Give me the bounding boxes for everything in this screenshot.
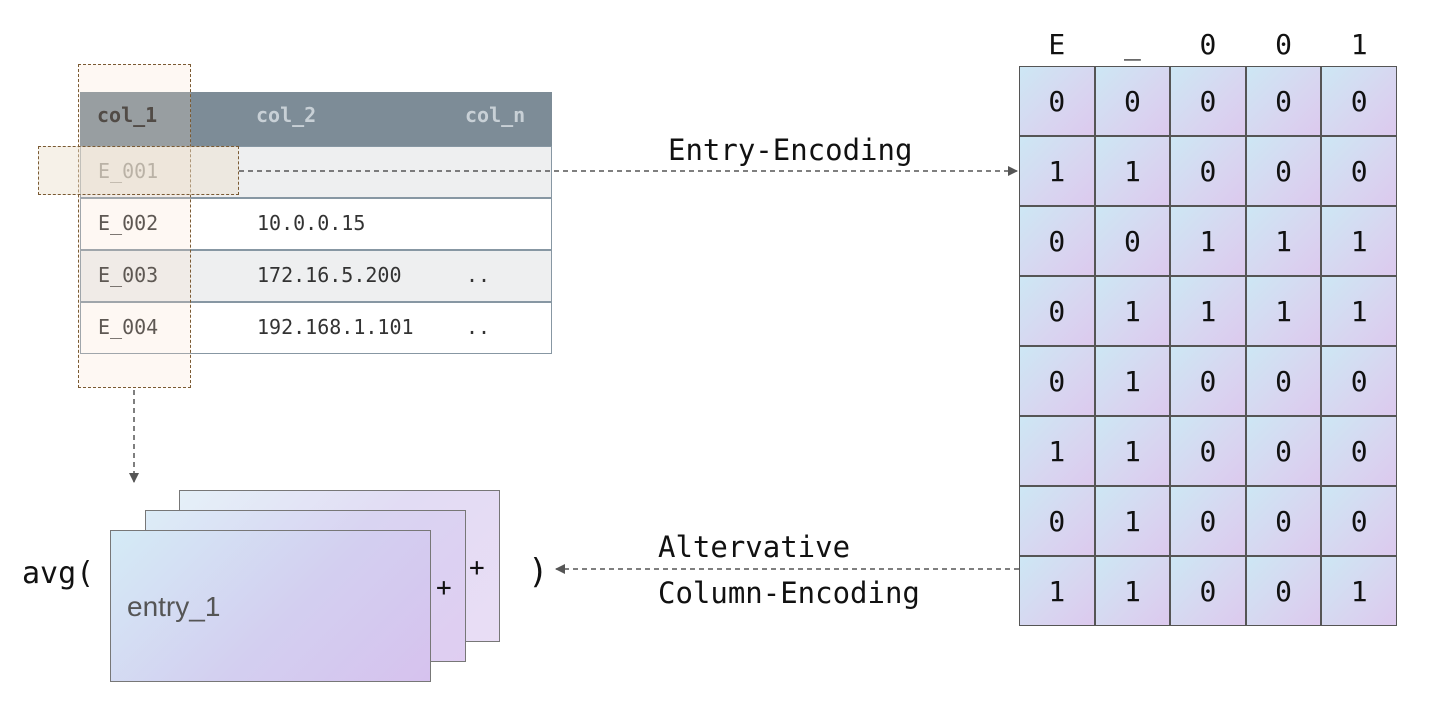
- matrix-header-char: E: [1048, 28, 1066, 61]
- matrix-cell: 0: [1245, 66, 1322, 136]
- avg-open: avg(: [22, 556, 95, 591]
- table-row: E_001: [80, 146, 552, 198]
- cell-col-n: ..: [466, 315, 491, 339]
- column-1-highlight: [78, 64, 191, 388]
- header-col-n: col_n: [465, 103, 526, 127]
- matrix-cell: 0: [1321, 346, 1397, 416]
- plus-sign: +: [469, 553, 485, 583]
- cell-col-1: E_001: [98, 159, 159, 183]
- matrix-cell: 0: [1245, 486, 1322, 556]
- matrix-cell: 0: [1019, 66, 1095, 136]
- column-encoding-label-line1: Altervative: [658, 530, 851, 564]
- matrix-cell: 1: [1170, 206, 1246, 276]
- matrix-cell: 0: [1321, 66, 1397, 136]
- matrix-cell: 0: [1321, 486, 1397, 556]
- matrix-cell: 0: [1321, 136, 1397, 206]
- matrix-cell: 0: [1245, 556, 1322, 626]
- matrix-cell: 1: [1019, 416, 1095, 486]
- matrix-cell: 0: [1094, 66, 1171, 136]
- cell-col-1: E_002: [98, 211, 159, 235]
- header-col-2: col_2: [256, 103, 317, 127]
- cell-col-1: E_003: [98, 263, 159, 287]
- matrix-cell: 0: [1019, 486, 1095, 556]
- matrix-cell: 0: [1170, 66, 1246, 136]
- matrix-cell: 0: [1170, 346, 1246, 416]
- matrix-cell: 0: [1019, 346, 1095, 416]
- matrix-cell: 0: [1170, 416, 1246, 486]
- entry-1-label: entry_1: [127, 591, 221, 622]
- matrix-cell: 1: [1321, 556, 1397, 626]
- matrix-header-char: 0: [1199, 28, 1217, 61]
- matrix-cell: 0: [1245, 136, 1322, 206]
- matrix-cell: 1: [1321, 206, 1397, 276]
- cell-col-2: 192.168.1.101: [257, 315, 414, 339]
- cell-col-n: ..: [466, 263, 491, 287]
- matrix-header-char: 1: [1350, 28, 1368, 61]
- table-row: E_002 10.0.0.15: [80, 198, 552, 250]
- matrix-cell: 1: [1170, 276, 1246, 346]
- entry-encoding-label: Entry-Encoding: [668, 133, 913, 167]
- matrix-cell: 0: [1170, 556, 1246, 626]
- entry-card-1: entry_1: [110, 530, 431, 682]
- header-col-1: col_1: [97, 103, 158, 127]
- matrix-cell: 1: [1094, 556, 1171, 626]
- column-encoding-label-line2: Column-Encoding: [658, 576, 920, 610]
- matrix-cell: 1: [1245, 206, 1322, 276]
- matrix-cell: 0: [1019, 276, 1095, 346]
- matrix-cell: 1: [1094, 416, 1171, 486]
- matrix-cell: 0: [1245, 346, 1322, 416]
- matrix-cell: 0: [1094, 206, 1171, 276]
- cell-col-2: 172.16.5.200: [257, 263, 402, 287]
- entry-e001-highlight: [38, 146, 239, 195]
- matrix-header-char: 0: [1275, 28, 1293, 61]
- matrix-cell: 1: [1245, 276, 1322, 346]
- matrix-header-char: _: [1123, 28, 1141, 61]
- matrix-cell: 1: [1019, 556, 1095, 626]
- matrix-cell: 1: [1019, 136, 1095, 206]
- matrix-cell: 1: [1094, 346, 1171, 416]
- matrix-cell: 0: [1321, 416, 1397, 486]
- cell-col-2: 10.0.0.15: [257, 211, 366, 235]
- table-row: E_004 192.168.1.101 ..: [80, 302, 552, 354]
- table-header: col_1 col_2 col_n: [80, 92, 552, 146]
- plus-sign: +: [436, 573, 452, 603]
- matrix-cell: 1: [1094, 486, 1171, 556]
- matrix-cell: 1: [1321, 276, 1397, 346]
- cell-col-1: E_004: [98, 315, 159, 339]
- matrix-cell: 0: [1245, 416, 1322, 486]
- table-row: E_003 172.16.5.200 ..: [80, 250, 552, 302]
- matrix-cell: 1: [1094, 136, 1171, 206]
- matrix-cell: 0: [1019, 206, 1095, 276]
- avg-close: ): [528, 552, 549, 592]
- matrix-cell: 0: [1170, 136, 1246, 206]
- matrix-cell: 1: [1094, 276, 1171, 346]
- matrix-cell: 0: [1170, 486, 1246, 556]
